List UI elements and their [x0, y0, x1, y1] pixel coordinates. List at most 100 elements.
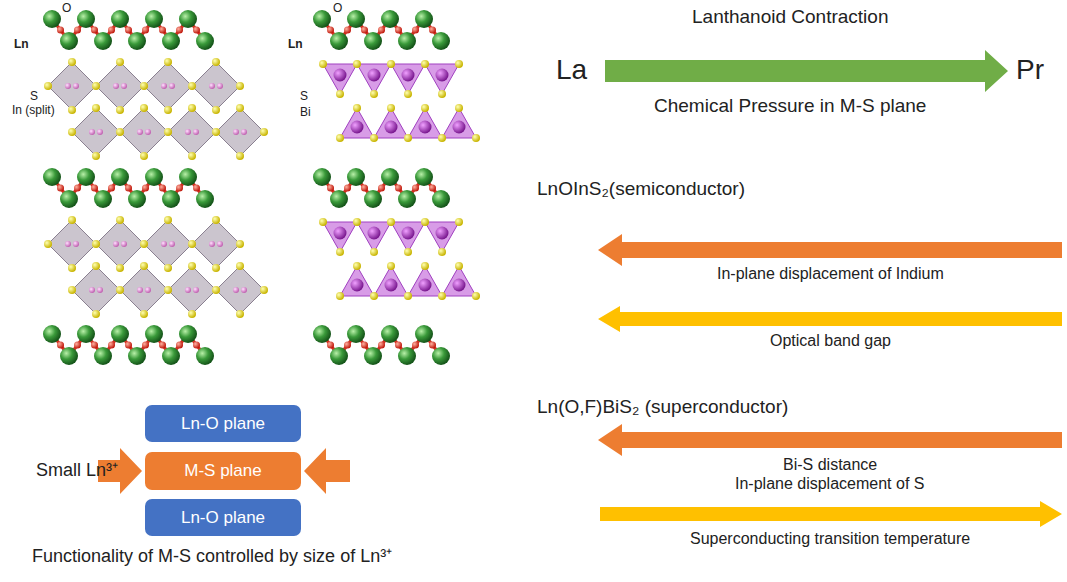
- compound-heading: LnOInS₂(semiconductor): [537, 178, 745, 200]
- ln-atom: [415, 168, 433, 186]
- bi-pyramid: [340, 108, 374, 138]
- in-atom: [217, 241, 223, 247]
- s-atom: [336, 90, 344, 98]
- ln-o-plane-box: Ln-O plane: [145, 405, 301, 442]
- in-atom: [193, 129, 199, 135]
- o-atom: [361, 27, 368, 34]
- bi-atom: [419, 121, 432, 134]
- s-atom: [370, 248, 378, 256]
- o-atom: [91, 27, 98, 34]
- trend-label: Bi-S distance: [783, 456, 877, 474]
- s-atom: [68, 264, 76, 272]
- o-atom: [125, 185, 132, 192]
- element-label: Pr: [1016, 54, 1044, 86]
- o-atom: [193, 27, 200, 34]
- ln-atom: [432, 190, 450, 208]
- ln-atom: [313, 325, 331, 343]
- o-atom: [344, 342, 351, 349]
- bi-atom: [436, 69, 449, 82]
- o-atom: [125, 27, 132, 34]
- bi-pyramid: [340, 266, 374, 296]
- ln-atom: [196, 190, 214, 208]
- ln-atom: [111, 168, 129, 186]
- in-atom: [65, 241, 71, 247]
- s-atom: [370, 292, 378, 300]
- bi-atom: [419, 279, 432, 292]
- atom-label: In (split): [12, 104, 56, 118]
- ln-atom: [179, 325, 197, 343]
- in-octahedron: [48, 220, 96, 268]
- s-atom: [140, 262, 148, 270]
- s-atom: [164, 216, 172, 224]
- s-atom: [421, 104, 429, 112]
- s-atom: [353, 218, 361, 226]
- s-atom: [116, 106, 124, 114]
- o-atom: [429, 27, 436, 34]
- in-atom: [97, 129, 103, 135]
- s-atom: [387, 218, 395, 226]
- side-label: Small Ln³⁺: [36, 460, 118, 481]
- in-atom: [169, 83, 175, 89]
- in-octahedron: [192, 220, 240, 268]
- bi-atom: [436, 227, 449, 240]
- o-atom: [193, 185, 200, 192]
- o-atom: [176, 342, 183, 349]
- s-atom: [212, 286, 220, 294]
- ln-atom: [111, 10, 129, 28]
- s-atom: [472, 134, 480, 142]
- o-atom: [412, 185, 419, 192]
- ln-atom: [347, 168, 365, 186]
- atom-label: O: [333, 2, 342, 16]
- o-atom: [429, 185, 436, 192]
- s-atom: [212, 128, 220, 136]
- ln-atom: [196, 32, 214, 50]
- s-atom: [421, 60, 429, 68]
- ln-atom: [128, 32, 146, 50]
- o-atom: [159, 27, 166, 34]
- s-atom: [188, 310, 196, 318]
- s-atom: [236, 104, 244, 112]
- in-atom: [145, 129, 151, 135]
- plane-label: Ln-O plane: [181, 508, 265, 528]
- ms-plane-box: M-S plane: [145, 452, 301, 490]
- ln-atom: [60, 190, 78, 208]
- s-atom: [92, 310, 100, 318]
- bi-atom: [334, 227, 347, 240]
- s-atom: [212, 264, 220, 272]
- in-octahedron: [96, 220, 144, 268]
- s-atom: [236, 82, 244, 90]
- atom-label: Bi: [300, 106, 311, 120]
- o-atom: [159, 342, 166, 349]
- ln-atom: [179, 168, 197, 186]
- bi-pyramid: [408, 108, 442, 138]
- bi-pyramid: [442, 266, 476, 296]
- in-atom: [193, 287, 199, 293]
- o-atom: [176, 185, 183, 192]
- in-atom: [137, 287, 143, 293]
- ln-atom: [77, 10, 95, 28]
- o-atom: [176, 27, 183, 34]
- o-atom: [108, 342, 115, 349]
- o-atom: [108, 185, 115, 192]
- s-atom: [387, 104, 395, 112]
- bi-pyramid: [425, 222, 459, 252]
- ln-atom: [398, 32, 416, 50]
- s-atom: [336, 292, 344, 300]
- bi-pyramid: [425, 64, 459, 94]
- plane-label: Ln-O plane: [181, 414, 265, 434]
- s-atom: [404, 292, 412, 300]
- ln-atom: [364, 32, 382, 50]
- s-atom: [353, 104, 361, 112]
- s-atom: [188, 82, 196, 90]
- ln-atom: [94, 190, 112, 208]
- trend-title: Lanthanoid Contraction: [692, 6, 888, 28]
- in-atom: [73, 83, 79, 89]
- s-atom: [438, 90, 446, 98]
- in-octahedron: [216, 108, 264, 156]
- ln-atom: [330, 190, 348, 208]
- ln-atom: [347, 10, 365, 28]
- bi-pyramid: [357, 222, 391, 252]
- in-atom: [89, 129, 95, 135]
- in-atom: [145, 287, 151, 293]
- o-atom: [327, 27, 334, 34]
